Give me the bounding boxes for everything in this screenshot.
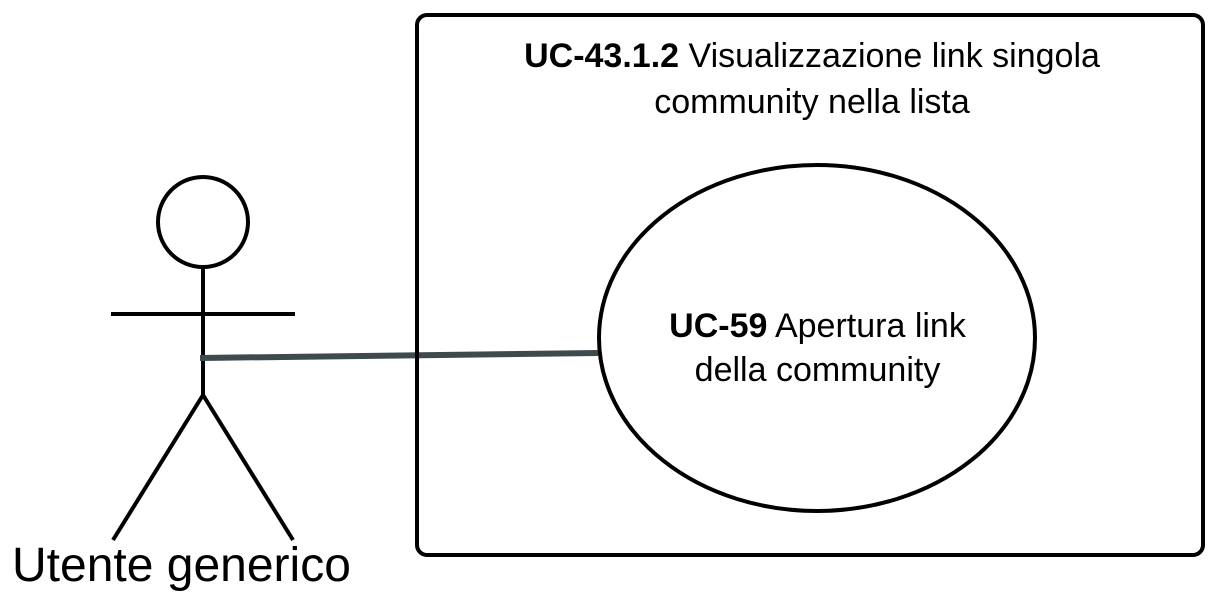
- system-title-line-1: UC-43.1.2 Visualizzazione link singola: [417, 34, 1207, 80]
- use-case-label-text-1: Apertura link: [774, 307, 966, 345]
- use-case-label-line-1: UC-59 Apertura link: [600, 304, 1035, 348]
- use-case-label: UC-59 Apertura link della community: [600, 304, 1035, 392]
- association-line[interactable]: [199, 350, 599, 361]
- actor-head: [156, 175, 250, 269]
- system-title: UC-43.1.2 Visualizzazione link singola c…: [417, 34, 1207, 126]
- actor-label: Utente generico: [12, 539, 351, 592]
- system-title-line-2: community nella lista: [654, 82, 970, 121]
- use-case-ellipse[interactable]: [597, 163, 1037, 513]
- use-case-code: UC-59: [669, 307, 768, 345]
- actor-right-leg: [201, 393, 295, 542]
- system-boundary[interactable]: [415, 13, 1205, 557]
- actor-left-leg: [111, 393, 205, 542]
- system-title-text-1: Visualizzazione link singola: [688, 37, 1100, 75]
- use-case-label-line-2: della community: [694, 351, 941, 390]
- system-code: UC-43.1.2: [524, 37, 680, 75]
- actor-figure[interactable]: [111, 175, 295, 542]
